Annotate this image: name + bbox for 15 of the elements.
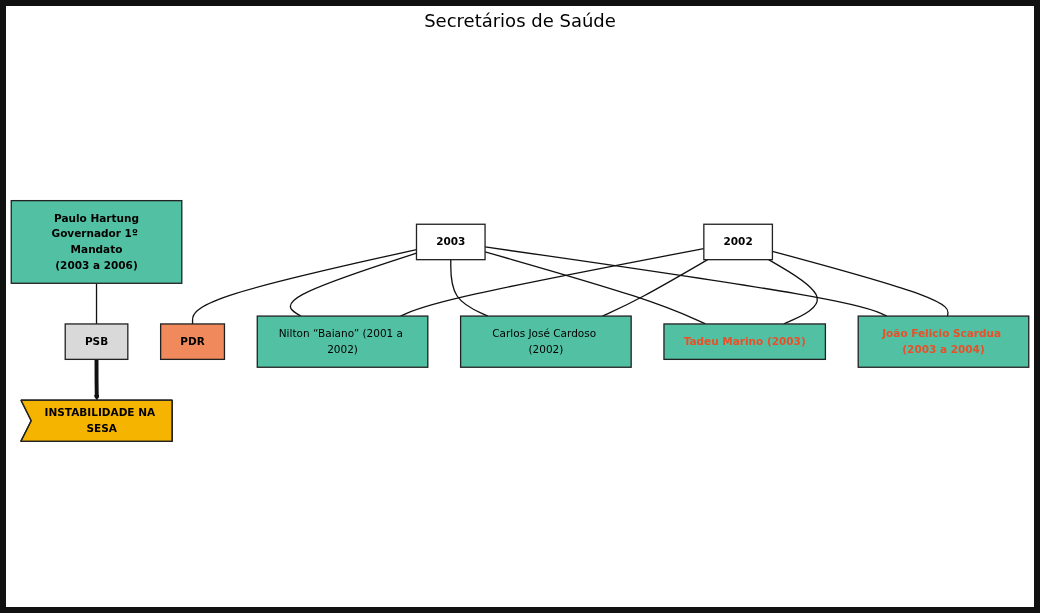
node-box: Carlos José Cardoso (2002) bbox=[459, 315, 632, 368]
note-text: Secretários de Saúde bbox=[424, 10, 616, 31]
node-box: 2003 bbox=[415, 223, 486, 261]
connector bbox=[95, 282, 98, 325]
node-box: Nilton “Baiano” (2001 a 2002) bbox=[256, 315, 429, 368]
node-box: João Felicio Scardua (2003 a 2004) bbox=[857, 315, 1030, 368]
node-box: PSB bbox=[64, 323, 129, 361]
node-box: 2002 bbox=[703, 223, 774, 261]
node-box: Paulo Hartung Governador 1º Mandato (2003 a 2006) bbox=[10, 199, 183, 284]
arrow bbox=[93, 359, 100, 401]
node-box: PDR bbox=[159, 323, 226, 361]
connector bbox=[601, 259, 709, 317]
node-box: Tadeu Marino (2003) bbox=[663, 323, 827, 361]
connector bbox=[450, 259, 489, 317]
connector bbox=[767, 259, 818, 325]
